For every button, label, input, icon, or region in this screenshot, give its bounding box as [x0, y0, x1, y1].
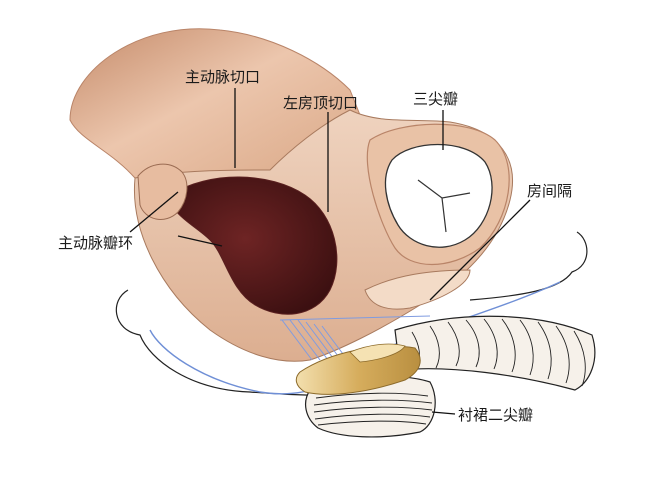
label-tricuspid-valve: 三尖瓣	[413, 90, 458, 108]
skirt-right-stripes	[411, 318, 586, 387]
tricuspid-commissures	[417, 179, 471, 233]
leader-aortic-annulus-2	[129, 191, 179, 233]
label-skirted-mitral-valve: 衬裙二尖瓣	[458, 406, 533, 424]
label-left-atrial-roof-incision: 左房顶切口	[283, 94, 358, 112]
leader-skirted-mitral-valve	[431, 411, 456, 415]
sketch-outline-left	[115, 289, 331, 397]
leader-atrial-septum	[429, 199, 531, 301]
leader-aortic-annulus	[177, 235, 223, 247]
atrial-septum-band	[364, 269, 471, 310]
prosthetic-valve-ring-inner	[349, 343, 406, 363]
skirt-bottom-stripes	[313, 392, 433, 426]
aortic-incision-flap	[137, 163, 188, 220]
left-atrium-cavity	[169, 176, 338, 315]
skirt-right	[394, 315, 596, 391]
label-aortic-annulus: 主动脉瓣环	[58, 234, 133, 252]
label-atrial-septum: 房间隔	[527, 182, 572, 200]
sketch-outline-right	[469, 231, 588, 301]
label-aortic-incision: 主动脉切口	[185, 68, 260, 86]
